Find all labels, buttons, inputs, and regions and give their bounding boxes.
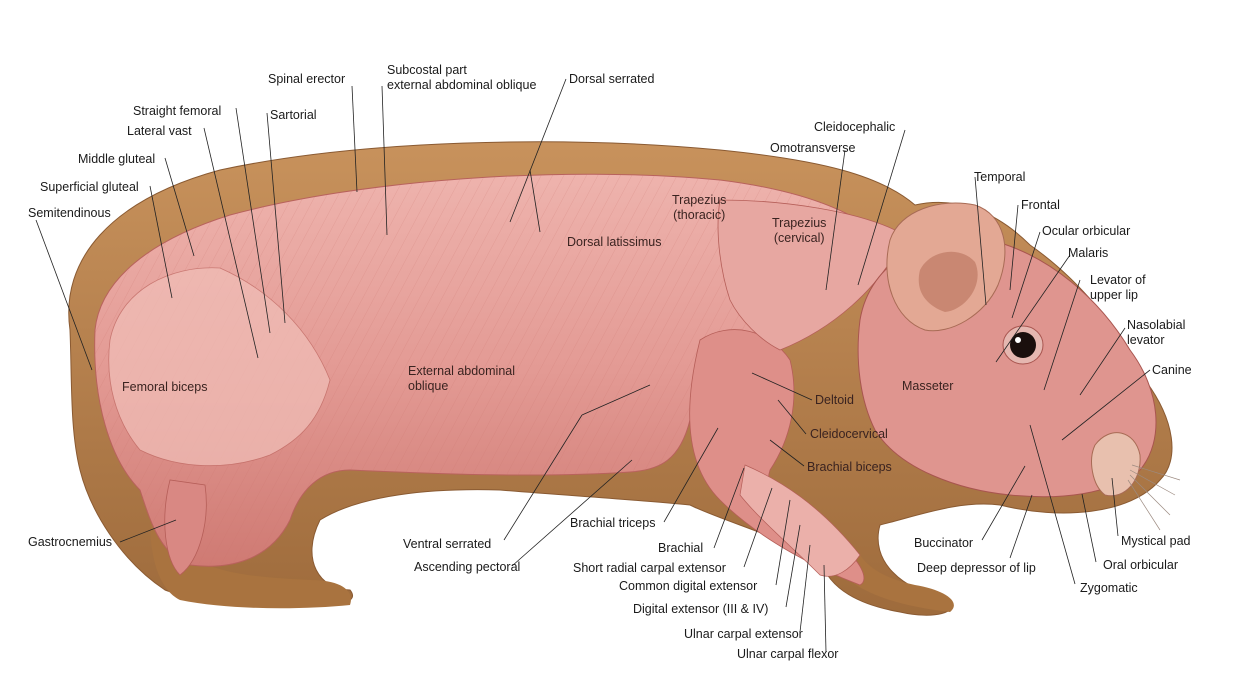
label-external-abdominal-oblique: External abdominal oblique (408, 364, 516, 393)
label-short-radial-carpal-extensor: Short radial carpal extensor (573, 561, 726, 575)
label-canine: Canine (1152, 363, 1192, 377)
label-cleidocervical: Cleidocervical (810, 427, 888, 441)
label-ascending-pectoral: Ascending pectoral (414, 560, 521, 574)
label-zygomatic: Zygomatic (1080, 581, 1138, 595)
label-trapezius-thoracic: Trapezius (thoracic) (672, 193, 727, 222)
label-masseter: Masseter (902, 379, 954, 393)
label-brachial-biceps: Brachial biceps (807, 460, 892, 474)
label-semitendinous: Semitendinous (28, 206, 111, 220)
eye-highlight (1015, 337, 1021, 343)
ear-inner (918, 251, 978, 312)
label-femoral-biceps: Femoral biceps (122, 380, 208, 394)
label-straight-femoral: Straight femoral (133, 104, 222, 118)
label-nasolabial-levator: Nasolabial levator (1127, 318, 1186, 347)
label-buccinator: Buccinator (914, 536, 974, 550)
label-common-digital-extensor: Common digital extensor (619, 579, 758, 593)
label-ventral-serrated: Ventral serrated (403, 537, 492, 551)
label-trapezius-cervical: Trapezius (cervical) (772, 216, 827, 245)
label-lateral-vast: Lateral vast (127, 124, 192, 138)
whiskers (1127, 464, 1181, 531)
label-oral-orbicular: Oral orbicular (1103, 558, 1179, 572)
label-digital-extensor: Digital extensor (III & IV) (633, 602, 769, 616)
fur-hind-foot (150, 520, 351, 609)
label-gastrocnemius: Gastrocnemius (28, 535, 113, 549)
label-deep-depressor-of-lip: Deep depressor of lip (917, 561, 1036, 575)
label-frontal: Frontal (1021, 198, 1060, 212)
label-dorsal-latissimus: Dorsal latissimus (567, 235, 662, 249)
muscle-thigh (108, 267, 331, 467)
label-brachial-triceps: Brachial triceps (570, 516, 656, 530)
label-deltoid: Deltoid (815, 393, 854, 407)
label-superficial-gluteal: Superficial gluteal (40, 180, 139, 194)
label-ulnar-carpal-flexor: Ulnar carpal flexor (737, 647, 839, 661)
label-cleidocephalic: Cleidocephalic (814, 120, 896, 134)
label-dorsal-serrated: Dorsal serrated (569, 72, 655, 86)
label-ocular-orbicular: Ocular orbicular (1042, 224, 1131, 238)
nose (1091, 432, 1141, 497)
label-temporal: Temporal (974, 170, 1026, 184)
muscle-gastrocnemius (164, 479, 207, 576)
label-omotransverse: Omotransverse (770, 141, 856, 155)
label-levator-upper-lip: Levator of upper lip (1090, 273, 1146, 302)
label-middle-gluteal: Middle gluteal (78, 152, 156, 166)
label-sartorial: Sartorial (270, 108, 317, 122)
leader-lines (35, 78, 1151, 653)
label-brachial: Brachial (658, 541, 704, 555)
label-ulnar-carpal-extensor: Ulnar carpal extensor (684, 627, 803, 641)
label-subcostal: Subcostal part external abdominal obliqu… (387, 63, 537, 92)
muscle-fibers (94, 174, 880, 567)
label-mystical-pad: Mystical pad (1121, 534, 1191, 548)
label-spinal-erector: Spinal erector (268, 72, 346, 86)
label-malaris: Malaris (1068, 246, 1109, 260)
